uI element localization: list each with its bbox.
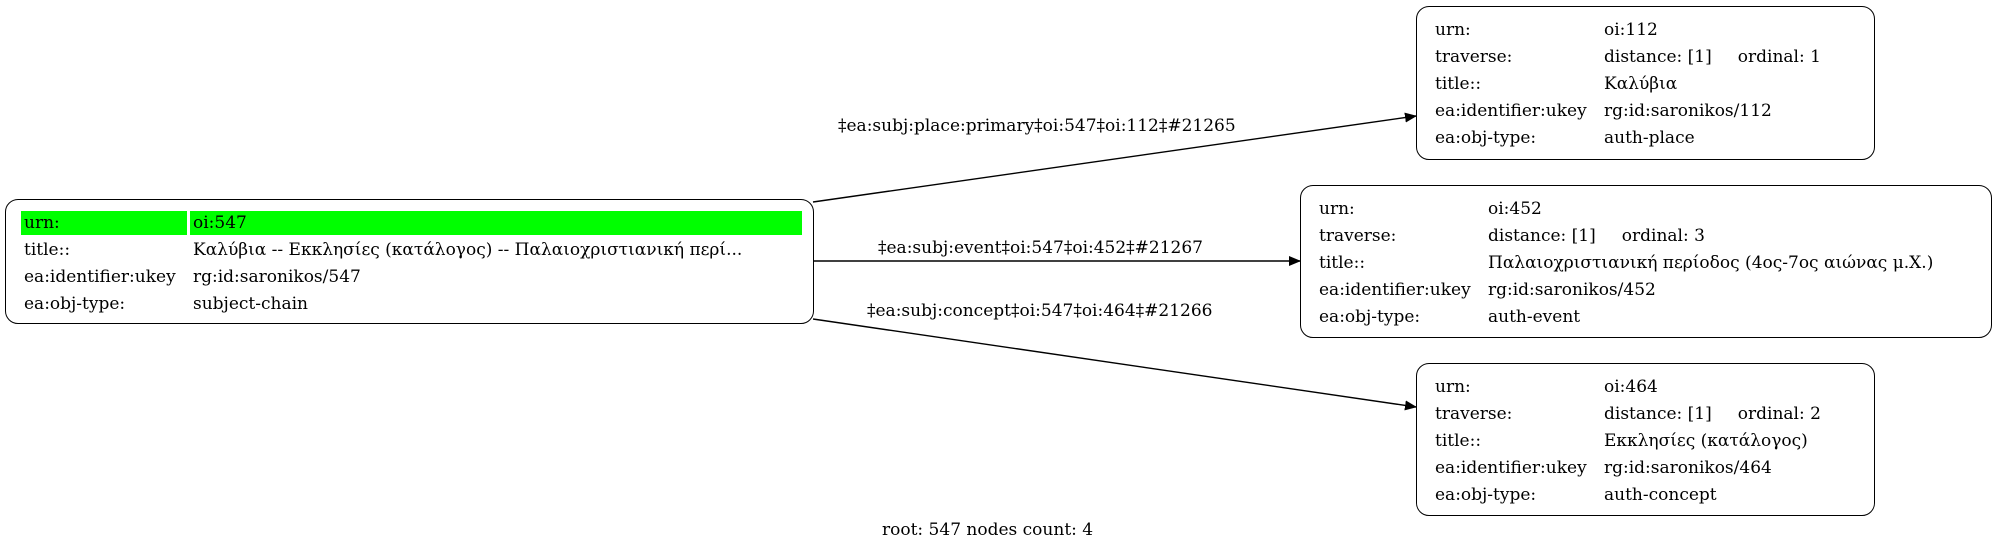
node-112-urn-value: oi:112 [1604,20,1658,40]
node-452-ordinal: ordinal: 3 [1621,226,1705,246]
node-112-title-value: Καλύβια [1604,74,1678,94]
root-title-key: title:: [24,240,71,260]
node-464-ukey-row: ea:identifier:ukey rg:id:saronikos/464 [1432,456,1824,480]
node-464-urn-row: urn: oi:464 [1432,375,1824,399]
root-type-row: ea:obj-type: subject-chain [21,292,802,316]
root-urn-row: urn: oi:547 [21,211,802,235]
node-464-title-key: title:: [1435,431,1482,451]
node-112-urn-row: urn: oi:112 [1432,18,1824,42]
node-464-type-value: auth-concept [1604,485,1717,505]
node-452-title-row: title:: Παλαιοχριστιανική περίοδος (4ος-… [1316,251,1936,275]
node-452-type-row: ea:obj-type: auth-event [1316,305,1936,329]
node-452-ukey-key: ea:identifier:ukey [1319,280,1471,300]
node-464-title-row: title:: Εκκλησίες (κατάλογος) [1432,429,1824,453]
node-464-type-row: ea:obj-type: auth-concept [1432,483,1824,507]
node-464-attributes: urn: oi:464 traverse: distance: [1] ordin… [1429,372,1827,510]
root-attributes: urn: oi:547 title:: Καλύβια -- Εκκλησίες… [18,208,805,319]
node-452-urn-value: oi:452 [1488,199,1542,219]
node-464-ukey-key: ea:identifier:ukey [1435,458,1587,478]
node-452-traverse-row: traverse: distance: [1] ordinal: 3 [1316,224,1936,248]
node-452-urn-key: urn: [1319,199,1355,219]
edge-label-place: ‡ea:subj:place:primary‡oi:547‡oi:112‡#21… [838,116,1236,136]
node-112-attributes: urn: oi:112 traverse: distance: [1] ordin… [1429,15,1827,153]
root-type-value: subject-chain [193,294,308,314]
node-464-urn-key: urn: [1435,377,1471,397]
node-112-type-value: auth-place [1604,128,1695,148]
node-464-type-key: ea:obj-type: [1435,485,1537,505]
node-oi-464[interactable]: urn: oi:464 traverse: distance: [1] ordin… [1416,363,1875,516]
node-oi-452[interactable]: urn: oi:452 traverse: distance: [1] ordin… [1300,185,1992,338]
root-title-row: title:: Καλύβια -- Εκκλησίες (κατάλογος)… [21,238,802,262]
node-112-title-row: title:: Καλύβια [1432,72,1824,96]
node-112-type-row: ea:obj-type: auth-place [1432,126,1824,150]
node-464-urn-value: oi:464 [1604,377,1658,397]
edge-line-concept [812,318,1417,411]
node-112-ukey-row: ea:identifier:ukey rg:id:saronikos/112 [1432,99,1824,123]
node-452-distance: distance: [1] [1488,226,1596,246]
root-type-key: ea:obj-type: [24,294,126,314]
node-452-title-key: title:: [1319,253,1366,273]
node-452-type-value: auth-event [1488,307,1581,327]
node-112-ukey-value: rg:id:saronikos/112 [1604,101,1772,121]
node-452-ukey-row: ea:identifier:ukey rg:id:saronikos/452 [1316,278,1936,302]
node-464-traverse-row: traverse: distance: [1] ordinal: 2 [1432,402,1824,426]
node-452-type-key: ea:obj-type: [1319,307,1421,327]
node-oi-112[interactable]: urn: oi:112 traverse: distance: [1] ordin… [1416,6,1875,160]
node-112-ukey-key: ea:identifier:ukey [1435,101,1587,121]
root-title-value: Καλύβια -- Εκκλησίες (κατάλογος) -- Παλα… [193,240,743,260]
edge-label-event: ‡ea:subj:event‡oi:547‡oi:452‡#21267 [878,238,1204,258]
node-452-urn-row: urn: oi:452 [1316,197,1936,221]
node-112-urn-key: urn: [1435,20,1471,40]
node-112-type-key: ea:obj-type: [1435,128,1537,148]
node-452-title-value: Παλαιοχριστιανική περίοδος (4ος-7ος αιών… [1488,253,1934,273]
graph-footer: root: 547 nodes count: 4 [882,520,1094,540]
node-root[interactable]: urn: oi:547 title:: Καλύβια -- Εκκλησίες… [5,199,814,324]
node-452-ukey-value: rg:id:saronikos/452 [1488,280,1656,300]
node-112-traverse-key: traverse: [1435,47,1513,67]
node-452-traverse-key: traverse: [1319,226,1397,246]
node-112-traverse-row: traverse: distance: [1] ordinal: 1 [1432,45,1824,69]
root-ukey-row: ea:identifier:ukey rg:id:saronikos/547 [21,265,802,289]
node-452-attributes: urn: oi:452 traverse: distance: [1] ordin… [1313,194,1939,332]
node-112-distance: distance: [1] [1604,47,1712,67]
root-urn-value: oi:547 [190,211,802,235]
node-464-ordinal: ordinal: 2 [1737,404,1821,424]
edge-line-place [812,112,1417,203]
node-464-title-value: Εκκλησίες (κατάλογος) [1604,431,1808,451]
root-urn-key: urn: [21,211,187,235]
node-112-title-key: title:: [1435,74,1482,94]
node-464-distance: distance: [1] [1604,404,1712,424]
node-464-traverse-key: traverse: [1435,404,1513,424]
node-112-ordinal: ordinal: 1 [1737,47,1821,67]
node-464-ukey-value: rg:id:saronikos/464 [1604,458,1772,478]
edge-label-concept: ‡ea:subj:concept‡oi:547‡oi:464‡#21266 [867,301,1213,321]
root-ukey-key: ea:identifier:ukey [24,267,176,287]
root-ukey-value: rg:id:saronikos/547 [193,267,361,287]
